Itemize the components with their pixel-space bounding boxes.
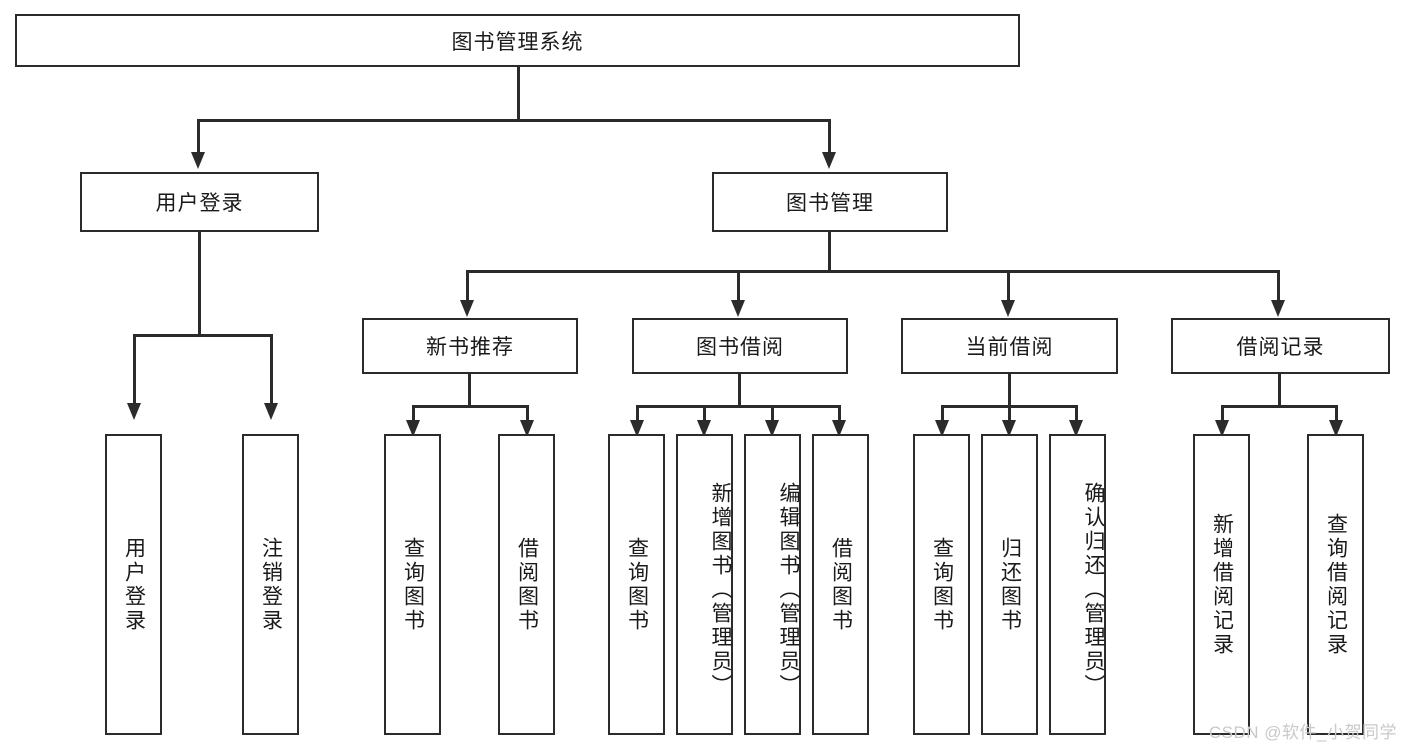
arrow-user-login-to-leaf2 xyxy=(264,403,278,420)
arrow-recommend-to-leaf1 xyxy=(406,420,420,437)
arrow-current-to-leaf1 xyxy=(935,420,949,437)
edge-current-to-leaf3 xyxy=(1075,405,1078,421)
leaf-borrow-edit-book-label: 编辑图书（管理员） xyxy=(777,481,800,698)
leaf-borrow-query-book[interactable]: 查询图书 xyxy=(608,434,665,735)
leaf-borrow-query-book-label: 查询图书 xyxy=(625,536,649,633)
arrow-recommend-to-leaf2 xyxy=(520,420,534,437)
leaf-current-return-book-label: 归还图书 xyxy=(998,536,1022,633)
node-root-system-label: 图书管理系统 xyxy=(451,30,584,54)
edge-recommend-stem xyxy=(468,374,471,405)
edge-user-login-bus xyxy=(133,334,273,337)
leaf-record-query-label: 查询借阅记录 xyxy=(1324,512,1348,657)
arrow-root-to-user-login xyxy=(191,152,205,169)
edge-root-stem xyxy=(517,67,520,119)
arrow-bm-to-new-book-recommend xyxy=(460,300,474,317)
node-current-borrow[interactable]: 当前借阅 xyxy=(901,318,1118,374)
edge-root-to-book-management xyxy=(828,119,831,153)
edge-current-to-leaf1 xyxy=(941,405,944,421)
leaf-logout[interactable]: 注销登录 xyxy=(242,434,299,735)
arrow-bm-to-book-borrow xyxy=(731,300,745,317)
leaf-borrow-borrow-book-label: 借阅图书 xyxy=(829,536,853,633)
node-user-login-label: 用户登录 xyxy=(155,192,244,215)
arrow-borrow-to-leaf1 xyxy=(630,420,644,437)
arrow-bm-to-borrow-record xyxy=(1271,300,1285,317)
leaf-logout-label: 注销登录 xyxy=(259,536,283,633)
leaf-record-query[interactable]: 查询借阅记录 xyxy=(1307,434,1364,735)
leaf-current-confirm-return-label: 确认归还（管理员） xyxy=(1082,481,1105,698)
arrow-user-login-to-leaf1 xyxy=(127,403,141,420)
node-new-book-recommend[interactable]: 新书推荐 xyxy=(362,318,578,374)
leaf-current-query-book[interactable]: 查询图书 xyxy=(913,434,970,735)
edge-user-login-to-leaf1 xyxy=(133,334,136,404)
edge-user-login-to-leaf2 xyxy=(270,334,273,404)
node-root-system[interactable]: 图书管理系统 xyxy=(15,14,1020,67)
arrow-bm-to-current-borrow xyxy=(1001,300,1015,317)
arrow-borrow-to-leaf2 xyxy=(697,420,711,437)
edge-book-management-stem xyxy=(828,232,831,270)
arrow-record-to-leaf1 xyxy=(1215,420,1229,437)
edge-borrow-to-leaf1 xyxy=(636,405,639,421)
node-borrow-record[interactable]: 借阅记录 xyxy=(1171,318,1390,374)
leaf-recommend-borrow-book[interactable]: 借阅图书 xyxy=(498,434,555,735)
leaf-user-login[interactable]: 用户登录 xyxy=(105,434,162,735)
arrow-root-to-book-management xyxy=(822,152,836,169)
arrow-current-to-leaf2 xyxy=(1002,420,1016,437)
edge-record-to-leaf2 xyxy=(1335,405,1338,421)
edge-user-login-stem xyxy=(198,232,201,334)
arrow-current-to-leaf3 xyxy=(1069,420,1083,437)
leaf-record-add[interactable]: 新增借阅记录 xyxy=(1193,434,1250,735)
edge-bm-to-borrow-record xyxy=(1277,270,1280,301)
edge-current-stem xyxy=(1008,374,1011,405)
arrow-record-to-leaf2 xyxy=(1329,420,1343,437)
leaf-record-add-label: 新增借阅记录 xyxy=(1210,512,1234,657)
edge-bm-to-book-borrow xyxy=(737,270,740,301)
edge-recommend-bus xyxy=(412,405,529,408)
edge-borrow-to-leaf3 xyxy=(771,405,774,421)
arrow-borrow-to-leaf3 xyxy=(765,420,779,437)
edge-current-to-leaf2 xyxy=(1008,405,1011,421)
leaf-recommend-borrow-book-label: 借阅图书 xyxy=(515,536,539,633)
leaf-current-query-book-label: 查询图书 xyxy=(930,536,954,633)
edge-record-to-leaf1 xyxy=(1221,405,1224,421)
edge-recommend-to-leaf1 xyxy=(412,405,415,421)
leaf-recommend-query-book-label: 查询图书 xyxy=(401,536,425,633)
leaf-borrow-borrow-book[interactable]: 借阅图书 xyxy=(812,434,869,735)
node-current-borrow-label: 当前借阅 xyxy=(965,336,1054,359)
leaf-current-confirm-return[interactable]: 确认归还（管理员） xyxy=(1049,434,1106,735)
edge-root-to-user-login xyxy=(197,119,200,153)
leaf-borrow-add-book[interactable]: 新增图书（管理员） xyxy=(676,434,733,735)
edge-borrow-bus xyxy=(636,405,840,408)
edge-recommend-to-leaf2 xyxy=(526,405,529,421)
node-new-book-recommend-label: 新书推荐 xyxy=(426,336,514,359)
node-book-management-label: 图书管理 xyxy=(786,192,874,215)
node-user-login[interactable]: 用户登录 xyxy=(80,172,319,232)
node-book-borrow[interactable]: 图书借阅 xyxy=(632,318,848,374)
node-book-borrow-label: 图书借阅 xyxy=(696,336,784,359)
edge-borrow-to-leaf4 xyxy=(838,405,841,421)
edge-book-management-bus xyxy=(466,270,1280,273)
node-book-management[interactable]: 图书管理 xyxy=(712,172,948,232)
leaf-user-login-label: 用户登录 xyxy=(122,536,146,633)
edge-record-bus xyxy=(1221,405,1338,408)
edge-root-bus xyxy=(197,119,831,122)
leaf-recommend-query-book[interactable]: 查询图书 xyxy=(384,434,441,735)
node-borrow-record-label: 借阅记录 xyxy=(1236,336,1325,359)
arrow-borrow-to-leaf4 xyxy=(832,420,846,437)
edge-bm-to-new-book-recommend xyxy=(466,270,469,301)
leaf-borrow-add-book-label: 新增图书（管理员） xyxy=(709,481,732,698)
edge-borrow-to-leaf2 xyxy=(703,405,706,421)
edge-record-stem xyxy=(1278,374,1281,405)
edge-borrow-stem xyxy=(738,374,741,405)
edge-bm-to-current-borrow xyxy=(1007,270,1010,301)
leaf-current-return-book[interactable]: 归还图书 xyxy=(981,434,1038,735)
leaf-borrow-edit-book[interactable]: 编辑图书（管理员） xyxy=(744,434,801,735)
